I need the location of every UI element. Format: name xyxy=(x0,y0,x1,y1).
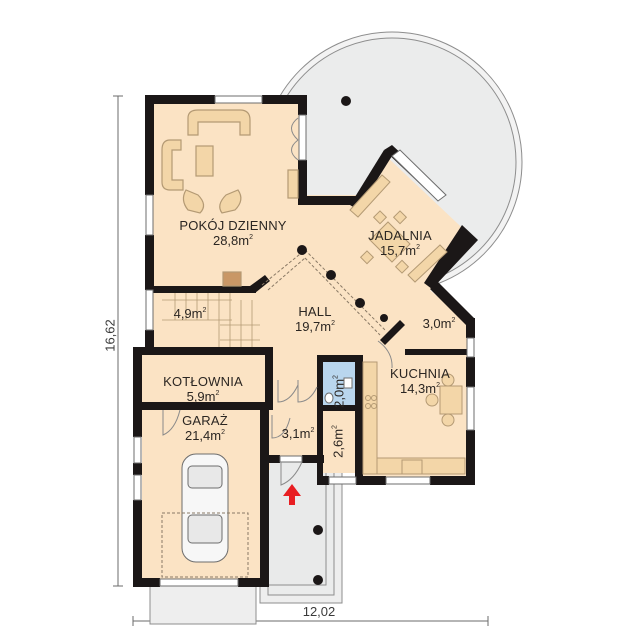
room-area: 15,7m xyxy=(379,242,417,258)
room-label-pokoj-dzienny: POKÓJ DZIENNY 28,8m2 xyxy=(168,218,298,249)
room-area: 2,0m xyxy=(331,378,347,408)
room-label-stairs: 4,9m2 xyxy=(173,306,207,321)
room-area: 14,3m xyxy=(399,380,437,396)
room-area: 3,0m xyxy=(422,316,452,331)
stairs xyxy=(162,293,260,347)
room-name: HALL xyxy=(298,304,332,319)
room-label-vestibule: 3,1m2 xyxy=(281,426,315,441)
beam-lines xyxy=(261,249,386,336)
room-area: 19,7m xyxy=(294,318,332,334)
room-label-pantry: 3,0m2 xyxy=(422,316,456,331)
dining-furniture xyxy=(349,174,448,283)
room-area: 5,9m xyxy=(186,388,216,404)
room-name: KUCHNIA xyxy=(390,366,450,381)
room-area: 4,9m xyxy=(173,306,203,321)
room-name: GARAŻ xyxy=(182,413,228,428)
room-label-wc: 2,0m2 xyxy=(331,375,347,408)
wc-fixtures xyxy=(324,377,353,404)
room-label-hall: HALL 19,7m2 xyxy=(285,304,345,335)
entrance-arrow-icon xyxy=(283,484,301,505)
room-area: 3,1m xyxy=(281,426,311,441)
doors xyxy=(162,117,393,486)
room-area: 28,8m xyxy=(212,232,250,248)
room-label-kotlownia: KOTŁOWNIA 5,9m2 xyxy=(148,374,258,405)
living-furniture xyxy=(161,109,299,287)
room-area: 2,6m xyxy=(330,428,346,458)
room-label-kuchnia: KUCHNIA 14,3m2 xyxy=(380,366,460,397)
windows xyxy=(133,95,475,587)
room-area: 21,4m xyxy=(184,427,222,443)
room-name: POKÓJ DZIENNY xyxy=(179,218,287,233)
columns xyxy=(297,245,388,322)
room-name: JADALNIA xyxy=(368,228,432,243)
kitchen-furniture xyxy=(362,361,466,475)
dimension-width: 12,02 xyxy=(302,604,336,619)
room-label-wardrobe: 2,6m2 xyxy=(330,425,346,458)
walls xyxy=(133,95,478,587)
room-label-garaz: GARAŻ 21,4m2 xyxy=(165,413,245,444)
dimension-height: 16,62 xyxy=(102,319,118,352)
room-name: KOTŁOWNIA xyxy=(163,374,243,389)
car xyxy=(161,453,249,578)
room-label-jadalnia: JADALNIA 15,7m2 xyxy=(355,228,445,259)
